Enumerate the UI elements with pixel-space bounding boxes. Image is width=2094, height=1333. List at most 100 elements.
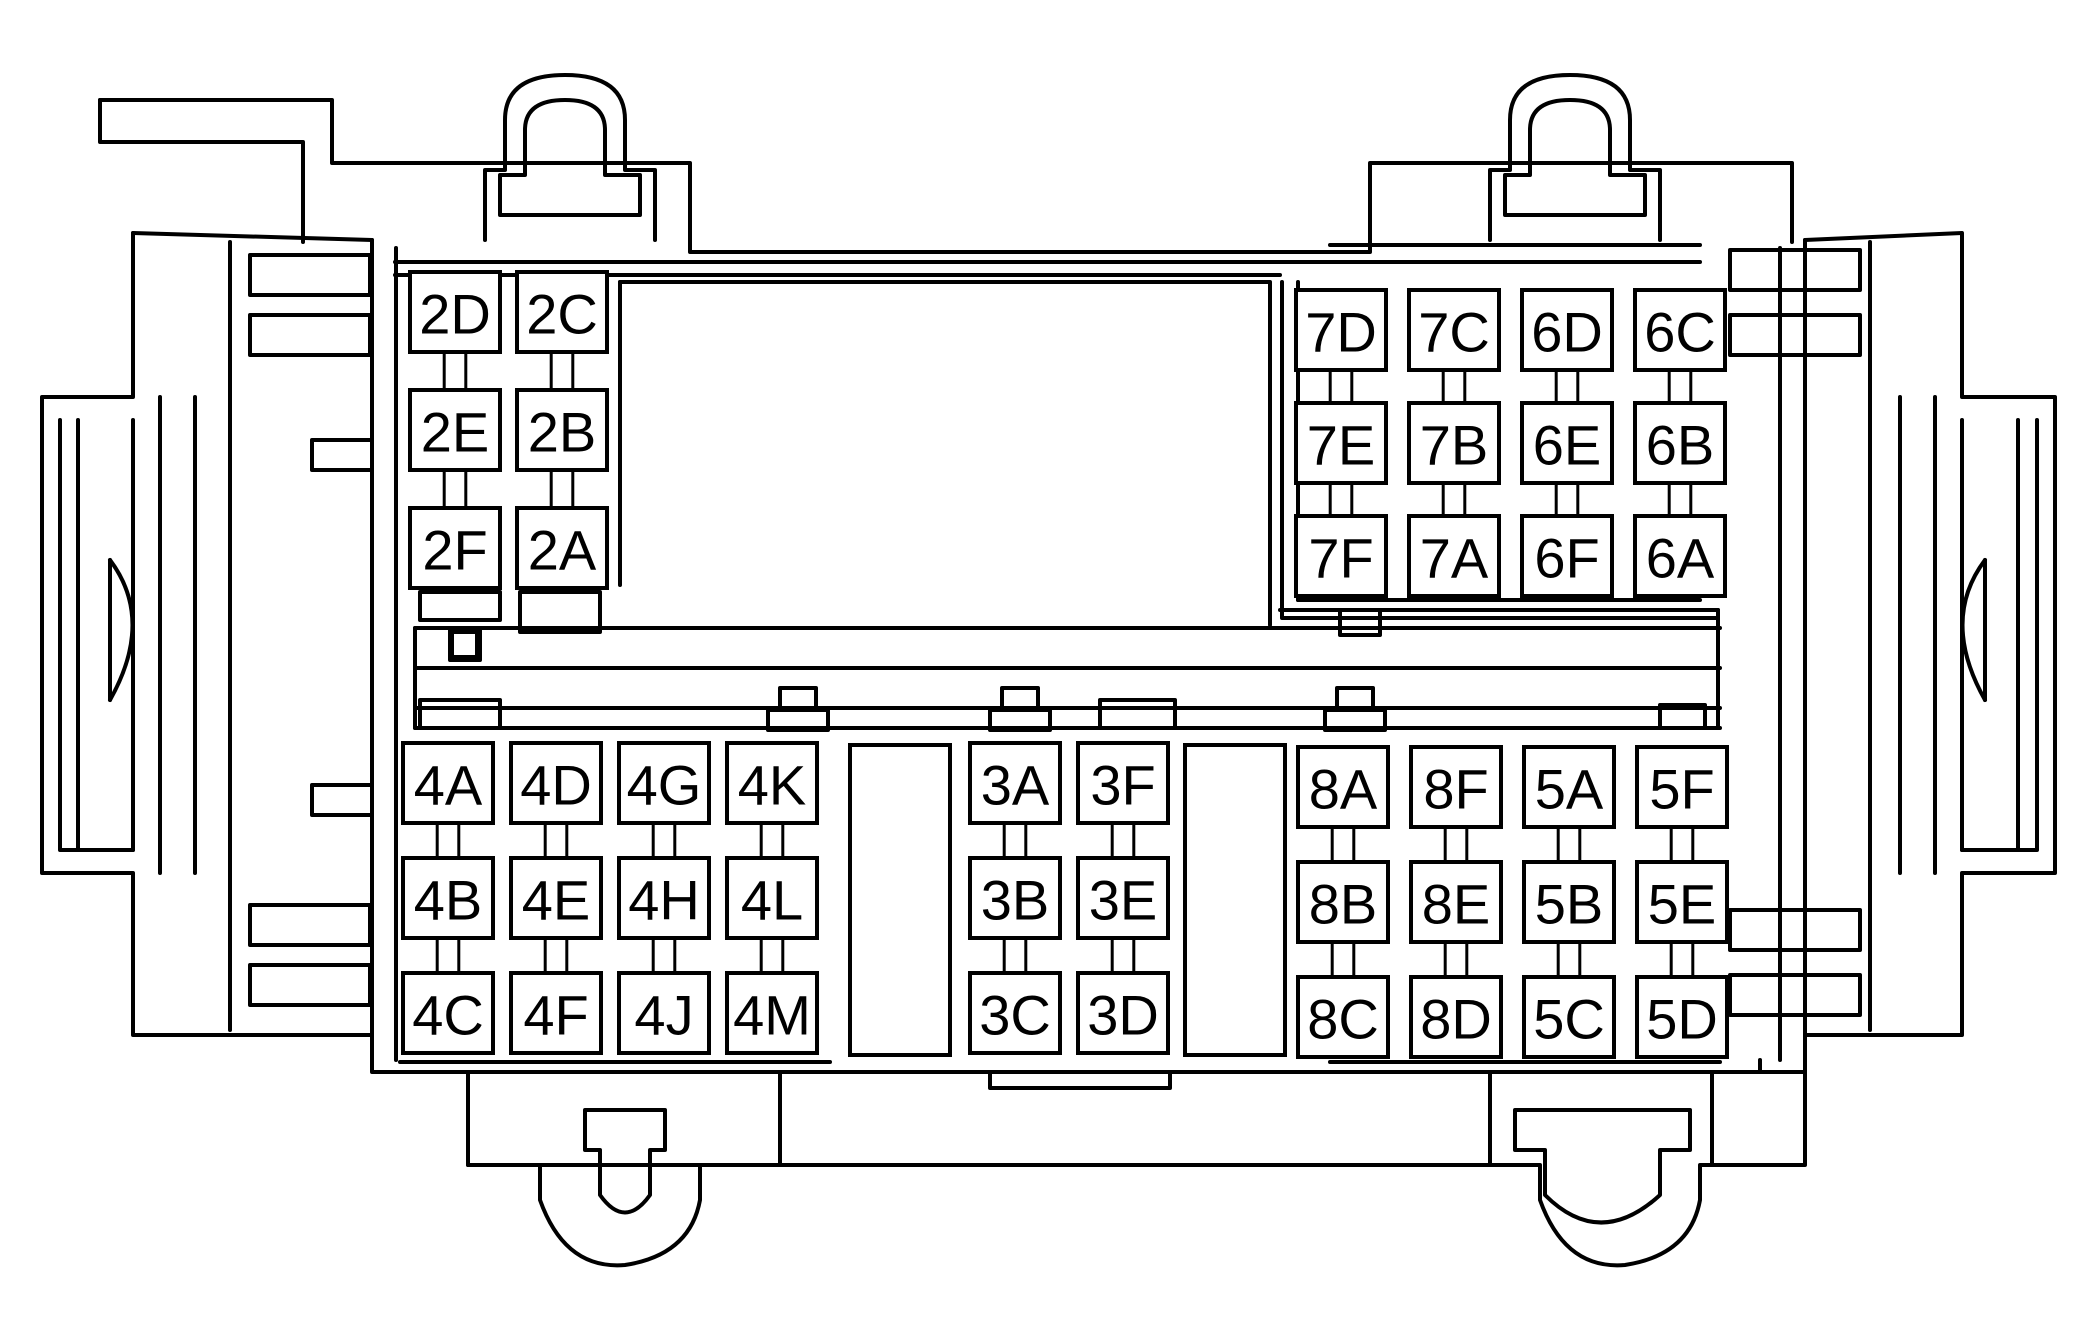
cavity-label: 7A [1420,527,1489,590]
cavity-8c: 8C [1296,975,1390,1059]
cavity-label: 4E [522,869,591,932]
cavity-label: 7B [1420,414,1489,477]
cavity-label: 5A [1535,758,1604,821]
cavity-7a: 7A [1407,514,1501,598]
cavity-box [1520,288,1614,372]
cavity-box [725,971,819,1055]
cavity-label: 4M [733,984,811,1047]
cavity-box [617,971,711,1055]
cavity-box [408,388,502,472]
cavity-box [1407,288,1501,372]
cavity-7e: 7E [1294,401,1388,485]
cavity-box [1076,741,1170,825]
cavity-label: 3B [981,869,1050,932]
cavity-box [968,856,1062,940]
cavity-6c: 6C [1633,288,1727,372]
cavity-5c: 5C [1522,975,1616,1059]
cavity-box [515,506,609,590]
cavity-box [968,971,1062,1055]
cavity-box [617,856,711,940]
cavity-label: 8F [1423,758,1488,821]
cavity-label: 6C [1644,301,1716,364]
blank-slot-left [848,743,952,1057]
cavity-label: 4J [634,984,693,1047]
cavity-label: 3D [1087,984,1159,1047]
cavity-label: 6D [1531,301,1603,364]
cavity-label: 2C [526,283,598,346]
cavity-label: 8E [1422,873,1491,936]
cavity-box [1407,401,1501,485]
cavity-label: 2D [419,283,491,346]
cavity-2b: 2B [515,388,609,472]
cavity-5b: 5B [1522,860,1616,944]
cavity-label: 2F [422,519,487,582]
cavity-7f: 7F [1294,514,1388,598]
cavity-label: 5D [1646,988,1718,1051]
cavity-box [408,270,502,354]
cavity-box [1294,288,1388,372]
cavity-label: 2A [528,519,597,582]
cavity-label: 6B [1646,414,1715,477]
cavity-label: 3C [979,984,1051,1047]
cavity-label: 4B [414,869,483,932]
cavity-3b: 3B [968,856,1062,940]
cavity-box [1635,975,1729,1059]
cavity-box [401,741,495,825]
cavity-box [725,856,819,940]
cavity-box [1076,971,1170,1055]
cavity-3d: 3D [1076,971,1170,1055]
cavity-2f: 2F [408,506,502,590]
cavity-box [1294,514,1388,598]
cavity-8a: 8A [1296,745,1390,829]
cavity-2d: 2D [408,270,502,354]
cavity-label: 5C [1533,988,1605,1051]
cavity-5f: 5F [1635,745,1729,829]
cavity-4c: 4C [401,971,495,1055]
blank-slot-right [1183,743,1287,1057]
cavity-label: 4L [741,869,803,932]
cavity-label: 3F [1090,754,1155,817]
cavity-3f: 3F [1076,741,1170,825]
cavity-box [401,856,495,940]
cavity-box [1635,745,1729,829]
cavity-8b: 8B [1296,860,1390,944]
cavity-8d: 8D [1409,975,1503,1059]
cavity-2c: 2C [515,270,609,354]
cavity-box [408,506,502,590]
cavity-box [1409,860,1503,944]
cavity-box [1522,860,1616,944]
cavity-3c: 3C [968,971,1062,1055]
cavity-label: 7D [1305,301,1377,364]
cavity-6a: 6A [1633,514,1727,598]
cavity-5d: 5D [1635,975,1729,1059]
cavity-label: 4H [628,869,700,932]
cavity-4a: 4A [401,741,495,825]
lower-2-row-detail [418,590,602,659]
cavity-label: 8C [1307,988,1379,1051]
cavity-label: 7E [1307,414,1376,477]
cavity-box [1522,975,1616,1059]
cavity-connector-stems [435,352,1695,977]
cavity-6e: 6E [1520,401,1614,485]
cavity-7d: 7D [1294,288,1388,372]
cavity-label: 4D [520,754,592,817]
cavity-4h: 4H [617,856,711,940]
cavity-label: 3A [981,754,1050,817]
cavity-label: 4A [414,754,483,817]
cavity-box [1409,745,1503,829]
cavity-2a: 2A [515,506,609,590]
cavity-box [1409,975,1503,1059]
cavity-7c: 7C [1407,288,1501,372]
cavity-box [515,270,609,354]
cavity-4m: 4M [725,971,819,1055]
cavity-label: 5B [1535,873,1604,936]
housing-outline [40,98,2057,1074]
cavity-4l: 4L [725,856,819,940]
cavity-3a: 3A [968,741,1062,825]
cavity-4k: 4K [725,741,819,825]
cavity-box [401,971,495,1055]
cavity-label: 8D [1420,988,1492,1051]
cavity-box [1296,975,1390,1059]
cavity-5a: 5A [1522,745,1616,829]
mounting-ears [466,73,1807,1268]
